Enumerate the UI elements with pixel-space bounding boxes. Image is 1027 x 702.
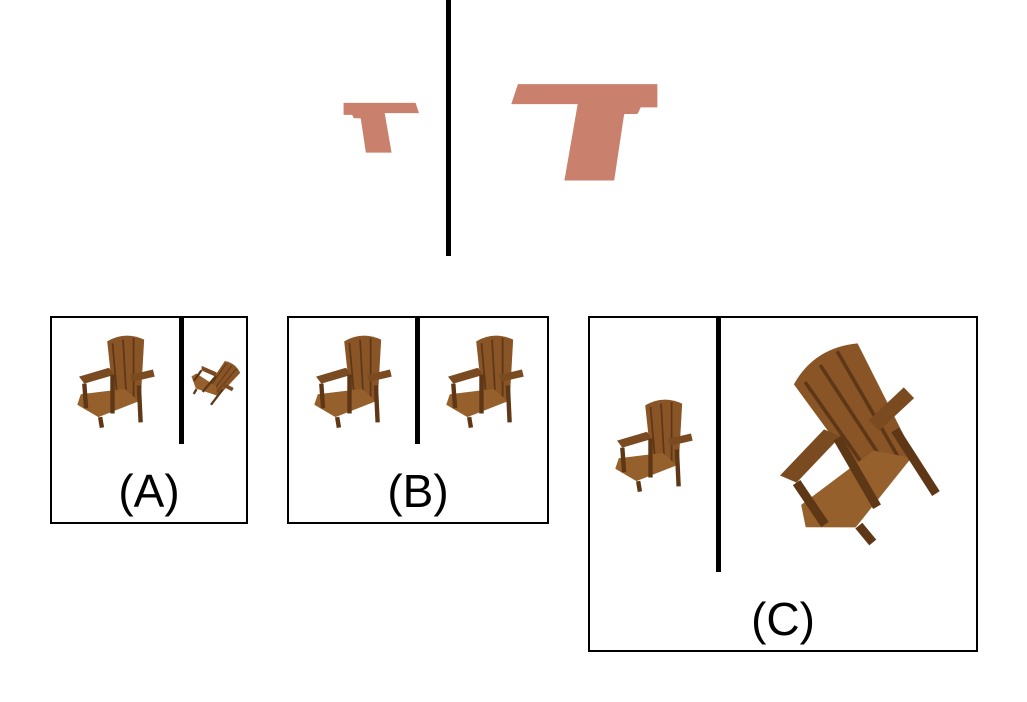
option-c-right-chair-icon [760,338,940,553]
option-a-left-chair-icon [72,326,160,436]
option-a-divider [179,318,184,444]
example-right-pistol-icon [498,70,664,188]
option-c-label: (C) [751,593,815,645]
option-a-label: (A) [118,465,180,517]
option-b-divider [415,318,420,444]
option-a-box[interactable]: (A) [50,316,248,524]
example-divider [446,0,451,256]
option-c-divider [716,318,721,572]
option-b-right-chair-icon [441,326,529,436]
option-b-left-chair-icon [309,326,397,436]
option-c-left-chair-icon [610,390,698,500]
option-b-box[interactable]: (B) [287,316,549,524]
example-left-pistol-icon [340,96,426,156]
option-b-label: (B) [387,465,449,517]
option-c-box[interactable]: (C) [588,316,978,652]
option-a-right-chair-icon [192,354,238,406]
